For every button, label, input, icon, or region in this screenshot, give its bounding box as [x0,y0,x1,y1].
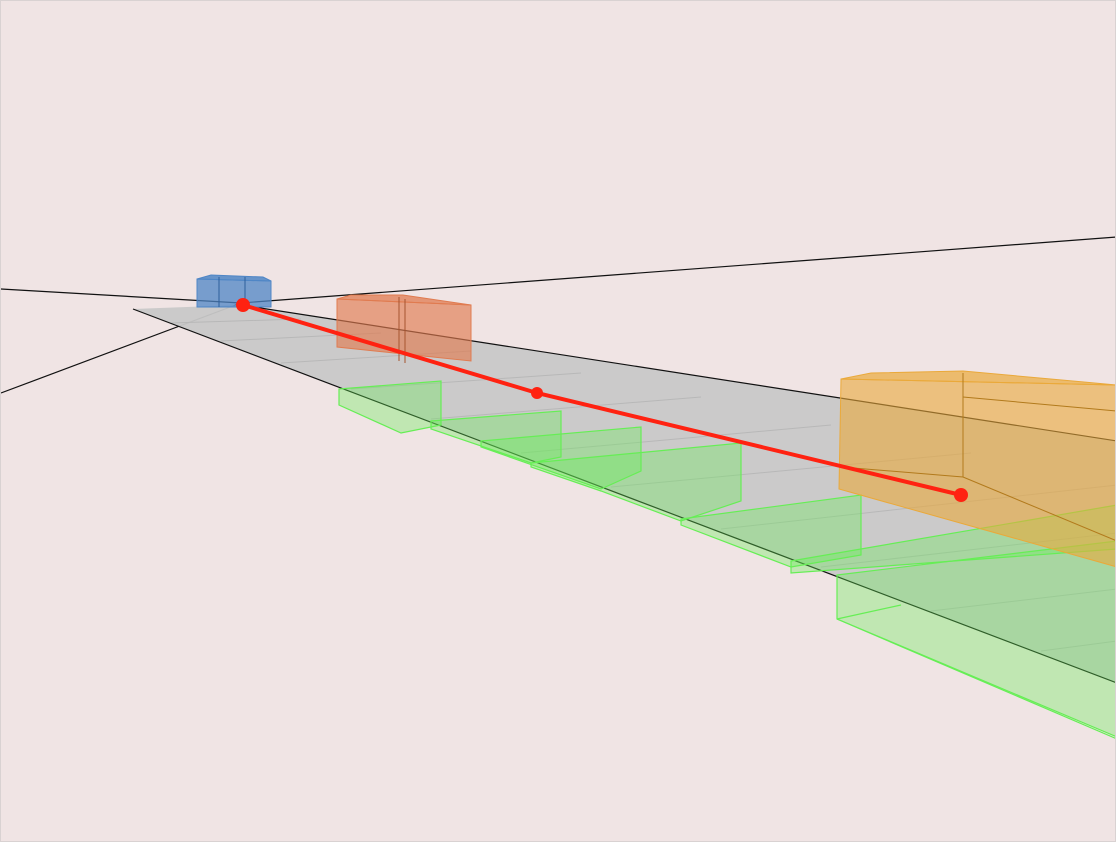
axis-line-right-horizon [240,236,1115,304]
lane-marker-7 [836,540,1115,737]
box-yellow[interactable] [838,370,1116,567]
waypoint-2[interactable] [531,387,543,399]
lane-marker-2 [430,410,562,464]
box-blue-top [196,274,272,282]
box-orange-top [336,294,472,306]
box-yellow-top [840,370,1115,386]
box-blue[interactable] [196,274,272,308]
waypoint-3[interactable] [954,488,968,502]
road-surface [133,305,1115,683]
waypoint-1[interactable] [236,298,250,312]
lane-marker-1 [338,380,442,434]
lane-marker-3 [480,426,642,490]
box-blue-front [196,278,272,308]
box-orange[interactable] [336,294,472,363]
road-edge-left [132,308,1115,683]
trajectory[interactable] [236,298,968,502]
lane-marker-5 [680,494,862,568]
